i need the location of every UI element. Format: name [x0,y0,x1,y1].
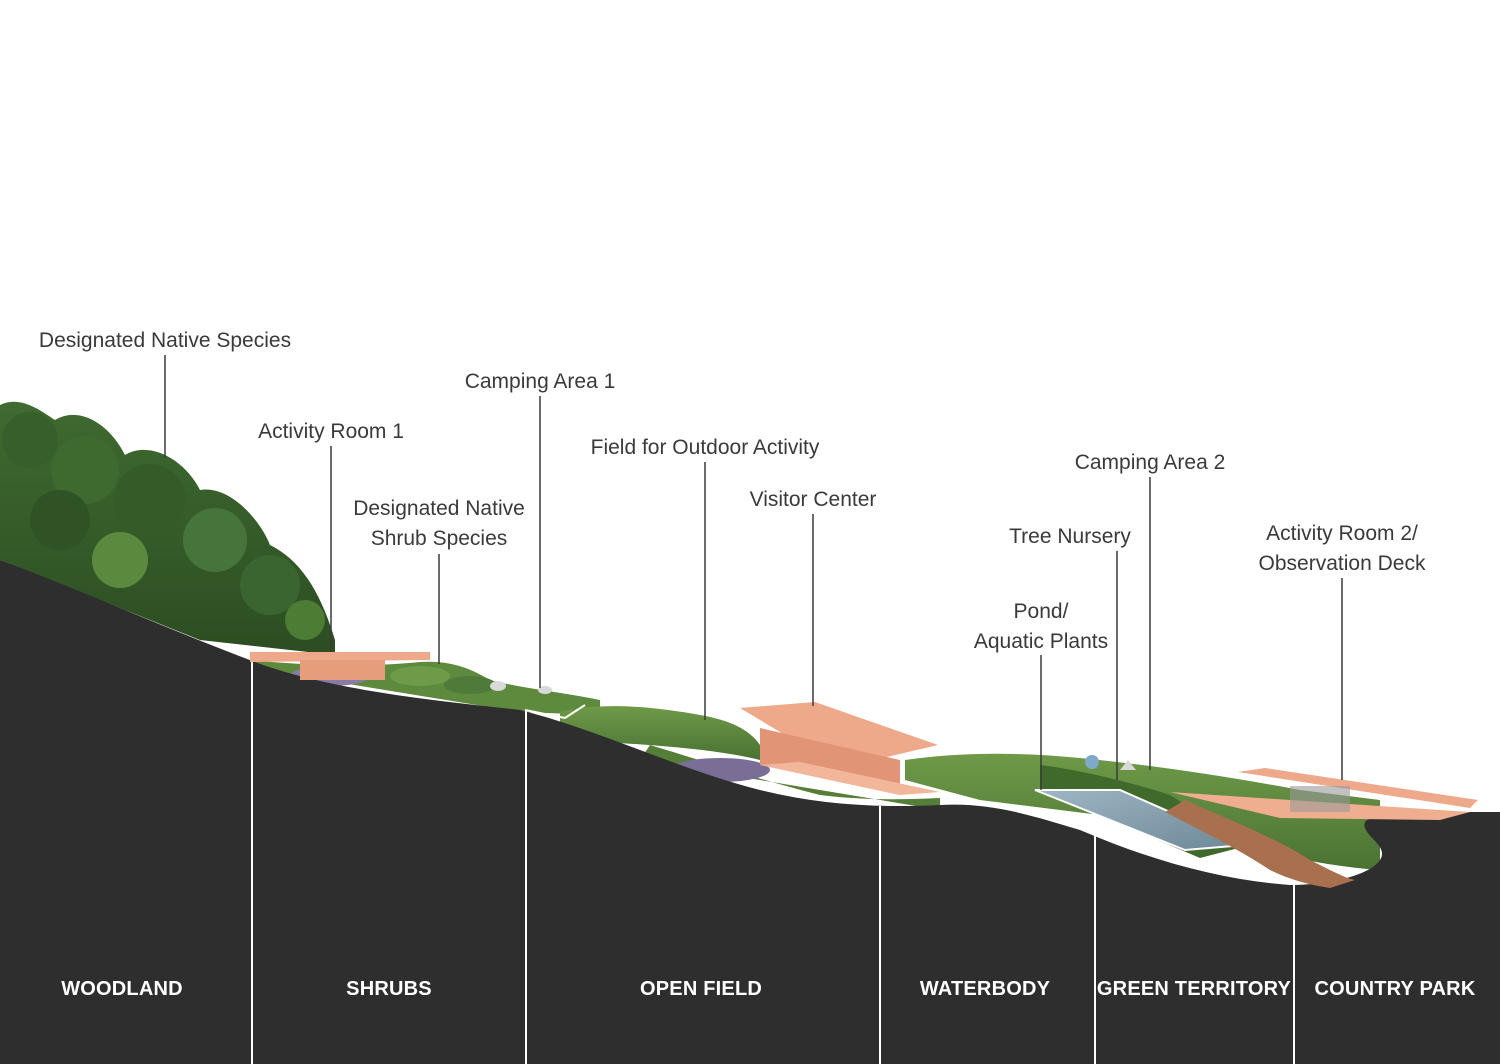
callout-designated-native-shrub: Designated Native Shrub Species [353,494,525,554]
camping-tents [490,681,1136,770]
visitor-center-structure [740,702,940,795]
zone-label-green-territory: GREEN TERRITORY [1096,978,1292,1000]
callout-line-2: Shrub Species [370,527,508,550]
callout-leaders [164,355,1343,790]
zone-label-waterbody: WATERBODY [919,978,1051,1000]
platform-outline [524,704,586,720]
woodland-canopy [0,401,335,655]
callout-field-outdoor-activity: Field for Outdoor Activity [590,436,820,459]
callout-line-1: Activity Room 2/ [1266,522,1418,545]
callout-tree-nursery: Tree Nursery [1009,525,1131,548]
callout-camping-area-1: Camping Area 1 [464,370,616,393]
ground-section [0,560,1500,1064]
callout-designated-native-species: Designated Native Species [38,329,292,352]
boardwalk [1165,800,1355,888]
callout-pond-aquatic-plants: Pond/ Aquatic Plants [974,597,1108,657]
zone-label-country-park: COUNTRY PARK [1314,978,1476,1000]
callout-line-2: Aquatic Plants [973,630,1109,653]
callout-line-2: Observation Deck [1258,552,1426,575]
callout-camping-area-2: Camping Area 2 [1074,451,1226,474]
activity-room-1-structure [250,652,430,680]
zone-dividers [251,662,1295,1064]
zone-label-shrubs: SHRUBS [346,978,432,1000]
callout-line-1: Designated Native [353,497,525,520]
activity-room-2-structure [1170,768,1478,820]
zone-label-open-field: OPEN FIELD [639,978,763,1000]
callout-activity-room-2: Activity Room 2/ Observation Deck [1259,519,1426,579]
callout-line-1: Pond/ [1013,600,1069,623]
callout-visitor-center: Visitor Center [749,488,877,511]
callout-activity-room-1: Activity Room 1 [258,420,404,443]
zone-label-woodland: WOODLAND [61,978,183,1000]
